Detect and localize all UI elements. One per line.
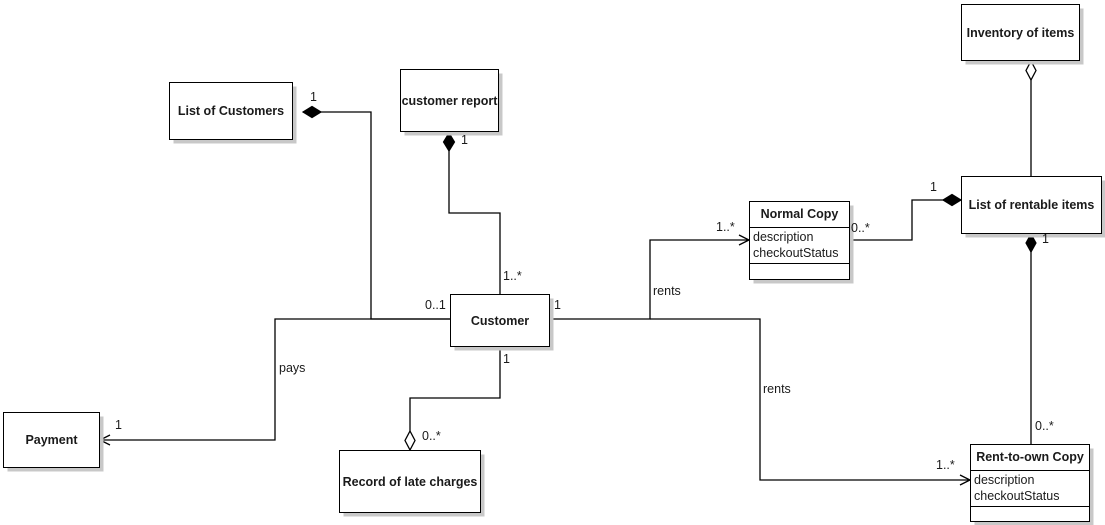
composition-diamond-listofrentableitems-bottom — [1025, 232, 1037, 254]
edge-customer-renttoowncopy — [650, 318, 972, 486]
multiplicity-rent-to-own-left: 1..* — [936, 458, 955, 472]
class-name-customer: Customer — [470, 313, 530, 328]
attribute-checkoutstatus: checkoutStatus — [753, 246, 839, 260]
class-name-list-of-rentable-items: List of rentable items — [968, 197, 1095, 212]
edge-customer-normalcopy — [550, 234, 751, 320]
multiplicity-normal-copy-left: 1..* — [716, 220, 735, 234]
multiplicity-record-of-late-charges: 0..* — [422, 429, 441, 443]
multiplicity-customer-bottom: 1 — [503, 352, 510, 366]
multiplicity-rentable-items-left: 1 — [930, 180, 937, 194]
attribute-description: description — [974, 473, 1035, 487]
edge-label-rents-top: rents — [653, 284, 681, 298]
class-customer[interactable]: Customer — [450, 294, 550, 347]
multiplicity-rentable-items-bottom: 1 — [1042, 232, 1049, 246]
edge-customer-payment — [98, 318, 450, 446]
class-name-record-of-late-charges: Record of late charges — [342, 474, 478, 489]
class-name-inventory-of-items: Inventory of items — [966, 25, 1075, 40]
class-list-of-rentable-items[interactable]: List of rentable items — [961, 176, 1102, 234]
multiplicity-customer-right: 1 — [554, 298, 561, 312]
composition-diamond-listofcustomers — [301, 105, 323, 119]
multiplicity-customer-report: 1 — [461, 133, 468, 147]
class-normal-copy[interactable]: Normal Copy description checkoutStatus — [749, 201, 850, 280]
edge-listofcustomers-customer — [303, 111, 450, 320]
class-inventory-of-items[interactable]: Inventory of items — [961, 4, 1080, 61]
composition-diamond-listofrentableitems-left — [941, 193, 963, 207]
multiplicity-customer-top: 1..* — [503, 269, 522, 283]
operations-normal-copy — [750, 264, 849, 284]
multiplicity-payment: 1 — [115, 418, 122, 432]
edge-label-pays: pays — [279, 361, 306, 375]
edge-customer-recordoflatecharges — [409, 347, 501, 431]
attributes-rent-to-own-copy: description checkoutStatus — [971, 471, 1089, 507]
operations-rent-to-own-copy — [971, 507, 1089, 525]
attributes-normal-copy: description checkoutStatus — [750, 228, 849, 264]
attribute-checkoutstatus: checkoutStatus — [974, 489, 1060, 503]
multiplicity-customer-left: 0..1 — [425, 298, 446, 312]
class-name-normal-copy: Normal Copy — [750, 202, 849, 228]
class-list-of-customers[interactable]: List of Customers — [169, 82, 293, 140]
class-customer-report[interactable]: customer report — [400, 69, 499, 132]
aggregation-diamond-recordoflatecharges — [404, 429, 416, 452]
class-payment[interactable]: Payment — [3, 412, 100, 468]
multiplicity-list-of-customers: 1 — [310, 90, 317, 104]
class-name-list-of-customers: List of Customers — [177, 103, 285, 118]
class-name-customer-report: customer report — [401, 93, 498, 108]
class-name-rent-to-own-copy: Rent-to-own Copy — [971, 445, 1089, 471]
class-name-payment: Payment — [25, 432, 78, 447]
edge-customerreport-customer — [448, 148, 501, 294]
class-record-of-late-charges[interactable]: Record of late charges — [339, 450, 481, 513]
multiplicity-normal-copy-right: 0..* — [851, 221, 870, 235]
composition-diamond-customerreport — [442, 131, 456, 153]
edge-label-rents-bottom: rents — [763, 382, 791, 396]
multiplicity-rent-to-own-top: 0..* — [1035, 419, 1054, 433]
attribute-description: description — [753, 230, 814, 244]
aggregation-diamond-inventory — [1025, 59, 1037, 82]
class-rent-to-own-copy[interactable]: Rent-to-own Copy description checkoutSta… — [970, 444, 1090, 522]
